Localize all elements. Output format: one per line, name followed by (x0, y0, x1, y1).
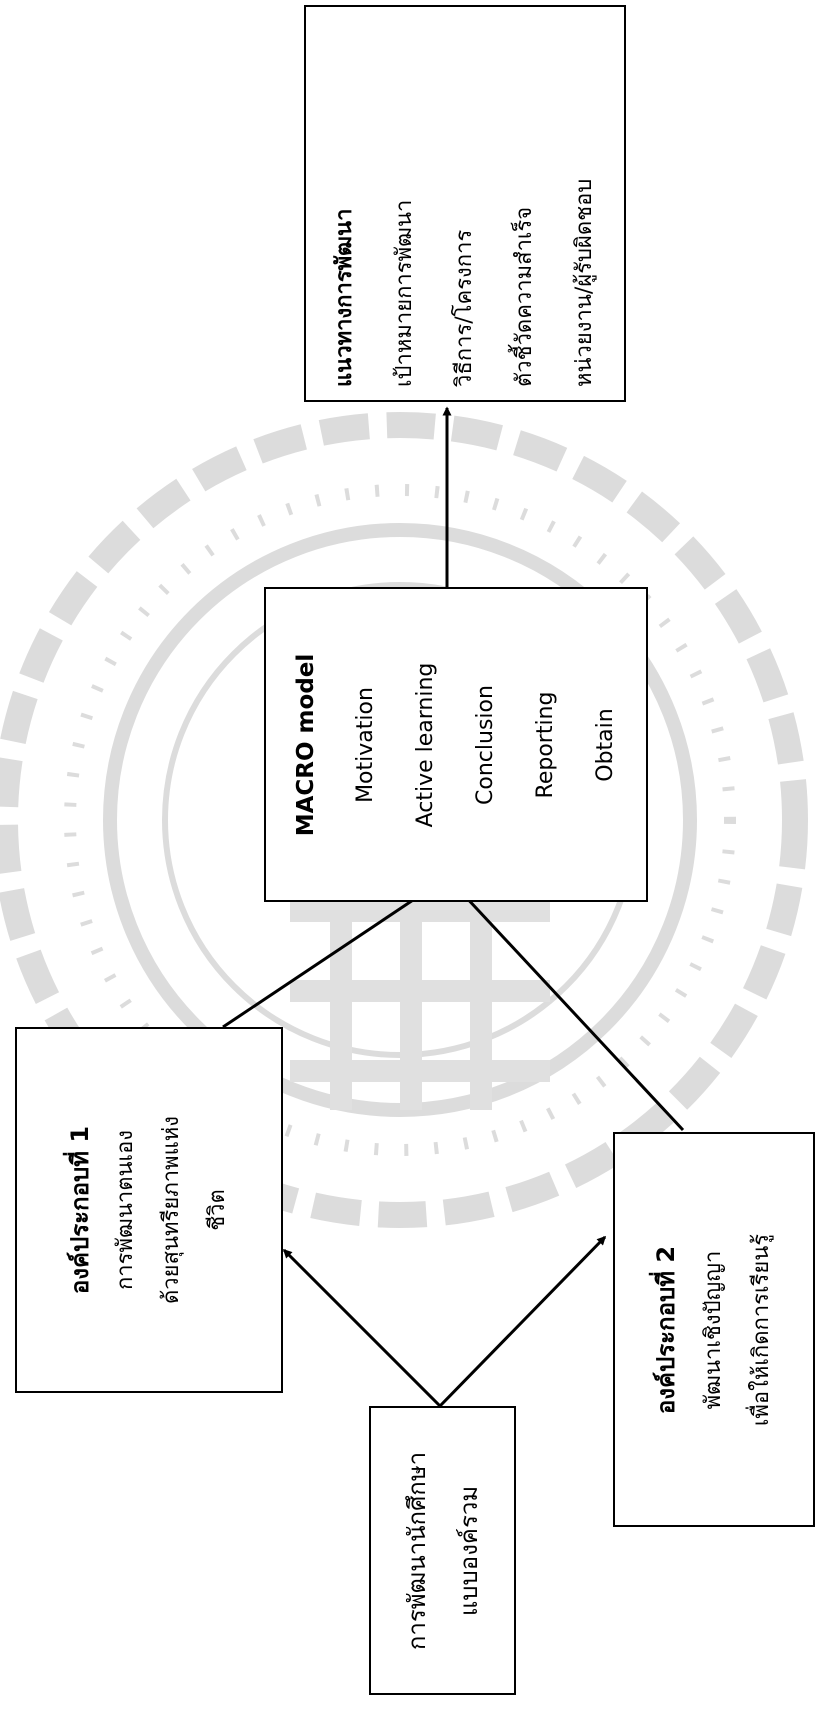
holistic-student-development-box: การพัฒนานักศึกษา แบบองค์รวม (369, 1406, 516, 1695)
component-1-line-3: ชีวิต (205, 1189, 230, 1231)
arrow-start-to-component-2 (438, 1235, 607, 1408)
macro-step-active-learning: Active learning (413, 662, 438, 827)
component-1-box: องค์ประกอบที่ 1 การพัฒนาตนเอง ด้วยสุนทรี… (15, 1027, 283, 1393)
arrow-component-2-to-macro (448, 878, 685, 1132)
macro-step-conclusion: Conclusion (473, 684, 498, 805)
arrow-component-1-to-macro (222, 878, 445, 1029)
component-1-line-2: ด้วยสุนทรียภาพแห่ง (159, 1116, 184, 1304)
component-1-title: องค์ประกอบที่ 1 (66, 1125, 94, 1295)
component-1-line-1: การพัฒนาตนเอง (113, 1129, 138, 1291)
guideline-goal: เป้าหมายการพัฒนา (392, 199, 417, 387)
development-guideline-box: แนวทางการพัฒนา เป้าหมายการพัฒนา วิธีการ/… (304, 5, 626, 402)
macro-model-title: MACRO model (293, 653, 319, 836)
component-2-line-2: เพื่อให้เกิดการเรียนรู้ (749, 1233, 774, 1426)
guideline-responsible-unit: หน่วยงาน/ผู้รับผิดชอบ (572, 178, 597, 387)
component-2-title: องค์ประกอบที่ 2 (652, 1245, 680, 1414)
macro-model-text: MACRO model Motivation Active learning C… (276, 600, 636, 890)
component-2-text: องค์ประกอบที่ 2 พัฒนาเชิงปัญญา เพื่อให้เ… (642, 1145, 786, 1515)
macro-step-obtain: Obtain (593, 707, 618, 782)
start-box-line-1: การพัฒนานักศึกษา (402, 1451, 431, 1650)
arrow-start-to-component-1 (282, 1248, 442, 1408)
start-box-text: การพัฒนานักศึกษา แบบองค์รวม (391, 1421, 495, 1681)
component-2-box: องค์ประกอบที่ 2 พัฒนาเชิงปัญญา เพื่อให้เ… (613, 1132, 815, 1527)
macro-step-motivation: Motivation (353, 686, 378, 803)
development-guideline-text: แนวทางการพัฒนา เป้าหมายการพัฒนา วิธีการ/… (315, 19, 615, 389)
development-guideline-title: แนวทางการพัฒนา (332, 208, 357, 387)
start-box-line-2: แบบองค์รวม (454, 1485, 483, 1616)
macro-step-reporting: Reporting (533, 691, 558, 798)
macro-model-box: MACRO model Motivation Active learning C… (264, 587, 648, 902)
component-1-text: องค์ประกอบที่ 1 การพัฒนาตนเอง ด้วยสุนทรี… (57, 1040, 241, 1380)
guideline-method: วิธีการ/โครงการ (452, 229, 477, 387)
component-2-line-1: พัฒนาเชิงปัญญา (701, 1250, 726, 1409)
guideline-indicator: ตัวชี้วัดความสำเร็จ (512, 206, 537, 387)
